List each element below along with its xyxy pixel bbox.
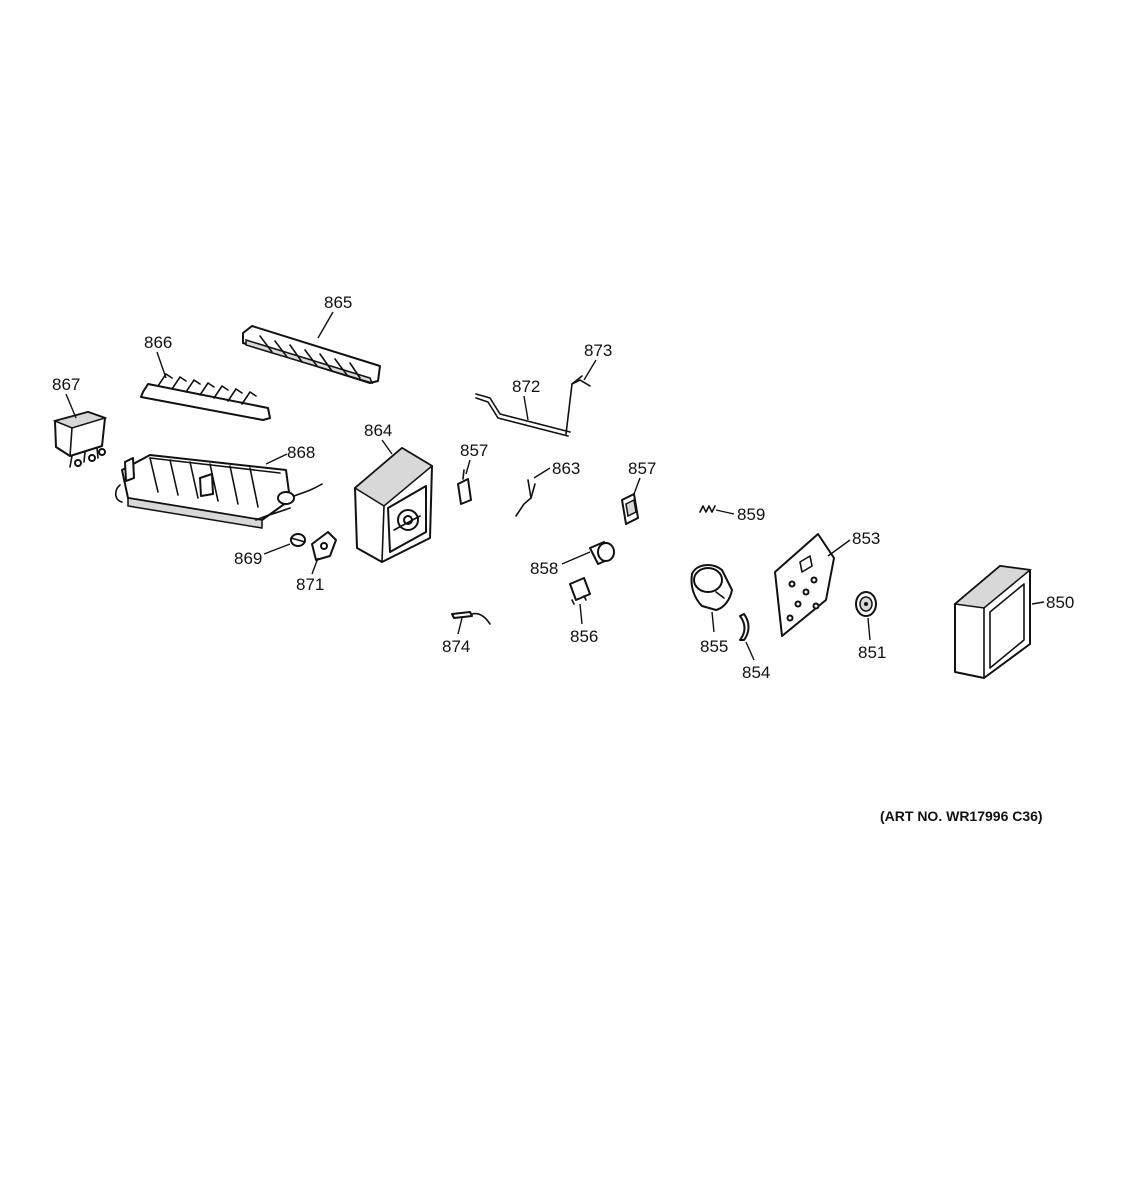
callout-867: 867 — [52, 375, 80, 394]
leader-867 — [65, 393, 77, 419]
part-857-switch-right — [621, 493, 639, 525]
part-863-lever — [515, 479, 536, 517]
part-868-ice-mold — [114, 454, 323, 529]
art-number-label: (ART NO. WR17996 C36) — [880, 808, 1043, 824]
callout-864: 864 — [364, 421, 392, 440]
part-855-motor — [690, 564, 733, 611]
callout-859: 859 — [737, 505, 765, 524]
part-873-clip — [565, 375, 591, 435]
callout-872: 872 — [512, 377, 540, 396]
part-850-cover — [953, 565, 1032, 679]
leader-851 — [867, 617, 871, 641]
callout-853: 853 — [852, 529, 880, 548]
callout-854: 854 — [742, 663, 770, 682]
callout-856: 856 — [570, 627, 598, 646]
callout-868: 868 — [287, 443, 315, 462]
part-859-spring — [699, 505, 716, 513]
part-851-gear — [855, 591, 877, 617]
callout-874: 874 — [442, 637, 470, 656]
leader-866 — [156, 351, 167, 379]
callout-865: 865 — [324, 293, 352, 312]
part-867-housing — [52, 411, 108, 468]
leader-855 — [711, 611, 715, 633]
leader-863 — [533, 467, 551, 479]
callout-866: 866 — [144, 333, 172, 352]
leader-865 — [317, 311, 334, 339]
callout-857b: 857 — [628, 459, 656, 478]
part-871-cam — [311, 531, 337, 561]
part-864-control-housing — [353, 447, 434, 563]
callout-863: 863 — [552, 459, 580, 478]
callout-851: 851 — [858, 643, 886, 662]
leader-864 — [381, 439, 393, 455]
part-866-ejector — [140, 373, 271, 421]
leader-858 — [561, 551, 591, 565]
part-856-switch — [569, 577, 591, 605]
part-854-clip — [739, 613, 750, 641]
callout-869: 869 — [234, 549, 262, 568]
part-865-stripper — [242, 325, 381, 385]
leader-873 — [583, 359, 597, 381]
leader-874 — [457, 617, 463, 635]
leader-871 — [311, 557, 319, 575]
leader-857b — [633, 477, 641, 495]
callout-857a: 857 — [460, 441, 488, 460]
callout-850: 850 — [1046, 593, 1074, 612]
leader-859 — [715, 509, 735, 515]
part-872-shutoff-arm — [475, 393, 571, 437]
part-853-plate — [774, 533, 835, 637]
part-869-fitting — [290, 533, 306, 547]
part-874-wire — [451, 611, 491, 625]
callout-858: 858 — [530, 559, 558, 578]
callout-871: 871 — [296, 575, 324, 594]
callout-873: 873 — [584, 341, 612, 360]
leader-853 — [827, 539, 851, 557]
part-858-thermostat — [589, 541, 615, 565]
part-857-switch-left — [457, 469, 472, 505]
leader-872 — [523, 395, 529, 421]
leader-857a — [465, 459, 471, 475]
leader-854 — [745, 641, 755, 661]
leader-869 — [263, 543, 291, 555]
leader-868 — [265, 453, 288, 465]
leader-850 — [1031, 601, 1045, 605]
leader-856 — [579, 603, 583, 625]
callout-855: 855 — [700, 637, 728, 656]
